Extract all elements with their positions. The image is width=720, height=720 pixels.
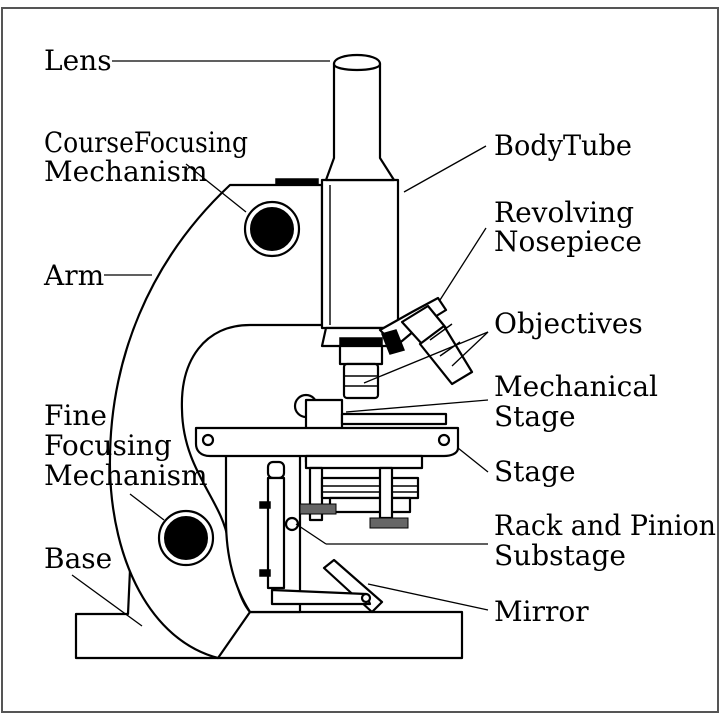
label-lens: Lens xyxy=(44,44,112,77)
label-mirror: Mirror xyxy=(494,595,589,628)
leader-lines xyxy=(71,60,489,627)
label-base: Base xyxy=(44,542,112,575)
label-fine-focusing-line3: Mechanism xyxy=(44,459,208,492)
mirror xyxy=(270,558,384,614)
diagram-frame xyxy=(1,7,719,713)
label-mechanical-stage-line1: Mechanical xyxy=(494,370,658,403)
label-course-focusing-line1: CourseFocusing xyxy=(44,126,248,159)
label-stage: Stage xyxy=(494,455,576,488)
labels: Lens CourseFocusing Mechanism Arm Fine F… xyxy=(43,44,716,628)
substage xyxy=(259,460,420,590)
label-revolving-nosepiece-line2: Nosepiece xyxy=(494,225,642,258)
label-rack-pinion-line2: Substage xyxy=(494,539,626,572)
label-revolving-nosepiece-line1: Revolving xyxy=(494,196,634,229)
label-fine-focusing-line1: Fine xyxy=(44,399,107,432)
body-tube xyxy=(320,178,400,330)
label-rack-pinion-line1: Rack and Pinion xyxy=(494,509,716,542)
objective-lenses xyxy=(338,304,474,400)
microscope-pillar xyxy=(224,453,302,614)
label-objectives: Objectives xyxy=(494,307,643,340)
label-mechanical-stage-line2: Stage xyxy=(494,400,576,433)
label-arm: Arm xyxy=(43,259,104,292)
label-body-tube: BodyTube xyxy=(494,129,632,162)
microscope-illustration xyxy=(74,54,474,660)
label-course-focusing-line2: Mechanism xyxy=(44,155,208,188)
lens xyxy=(332,54,382,72)
upper-tube xyxy=(324,56,396,182)
stage xyxy=(194,426,460,458)
label-fine-focusing-line2: Focusing xyxy=(44,429,172,462)
